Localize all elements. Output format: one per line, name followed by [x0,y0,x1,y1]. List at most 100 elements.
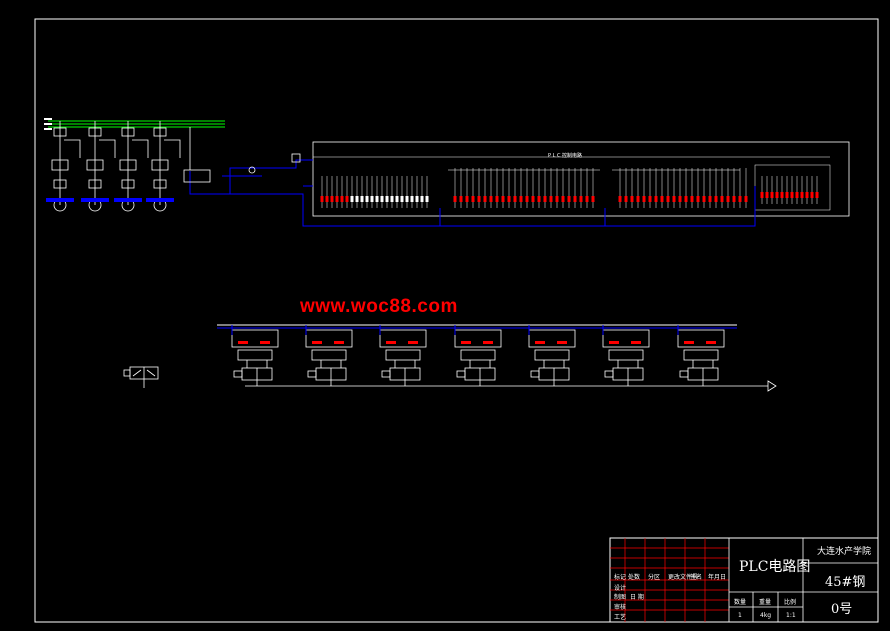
io-terminal [738,196,742,202]
io-terminal [340,196,344,202]
io-terminal [519,196,523,202]
control-wire [164,139,181,158]
io-terminal [591,196,595,202]
cylinder-port [557,341,567,344]
io-terminal [790,192,794,198]
cylinder-body [305,329,353,348]
thermal-relay-symbol [121,179,135,189]
col-weight: 重量 [759,599,772,606]
motor-circuits [46,121,191,212]
io-terminal [714,196,718,202]
io-terminal [800,192,804,198]
row0-cell-4: 年月日 [708,574,727,581]
thermal-relay-symbol [88,179,102,189]
cylinder-body [454,329,502,348]
io-terminal [765,192,769,198]
cylinder-port [631,341,641,344]
solenoid-coil [307,370,317,378]
io-terminal [815,192,819,198]
solenoid-coil [456,370,466,378]
io-terminal [370,196,374,202]
io-terminal [642,196,646,202]
row-label-1: 设计 [614,585,627,592]
io-terminal [805,192,809,198]
row-label-3: 审核 [614,604,627,611]
contactor-symbol [119,159,137,171]
io-terminal [471,196,475,202]
drawing-frame [34,18,879,623]
material-label: 45#钢 [825,575,866,590]
row-label-4: 工艺 [614,614,627,621]
cylinder-port [260,341,270,344]
motor-terminal-bar [81,198,109,202]
io-terminal [465,196,469,202]
io-terminal [618,196,622,202]
cylinder-port [706,341,716,344]
io-terminal [696,196,700,202]
io-terminal [405,196,409,202]
output-module [754,164,831,211]
plc-io-modules [320,164,831,211]
io-terminal [624,196,628,202]
cylinder-rod [237,349,273,361]
row0-cell-3: 签名 [690,574,703,581]
cylinder-port [609,341,619,344]
io-terminal [513,196,517,202]
breaker-symbol [121,127,135,137]
io-terminal [678,196,682,202]
motor-terminal-bar [146,198,174,202]
watermark: www.woc88.com [300,296,458,317]
cylinder-port [684,341,694,344]
row0-cell-2: 更改文件号 [668,574,699,581]
cylinder-port [386,341,396,344]
control-wire [132,139,149,158]
cylinder-port [461,341,471,344]
io-terminal [483,196,487,202]
io-terminal [573,196,577,202]
io-terminal [325,196,329,202]
school-name: 大连水产学院 [817,547,872,557]
io-terminal [579,196,583,202]
cylinder-body [231,329,279,348]
solenoid-coil [679,370,689,378]
sheet-size-label: 0号 [831,602,853,617]
io-terminal [507,196,511,202]
io-terminal [489,196,493,202]
cylinder-port [483,341,493,344]
io-terminal [775,192,779,198]
io-terminal [501,196,505,202]
io-terminal [785,192,789,198]
col-quantity: 数量 [734,599,747,606]
io-terminal [330,196,334,202]
breaker-symbol [153,127,167,137]
io-terminal [654,196,658,202]
io-terminal [726,196,730,202]
cylinder-rod [534,349,570,361]
io-terminal [375,196,379,202]
io-terminal [561,196,565,202]
io-terminal [495,196,499,202]
io-terminal [684,196,688,202]
val-weight: 4kg [760,612,772,619]
col-scale: 比例 [784,599,797,606]
solenoid-coil [381,370,391,378]
io-terminal [385,196,389,202]
io-terminal [585,196,589,202]
row2-extra: 日 期 [630,594,644,601]
pneumatic-cylinders [231,325,725,386]
row-label-0: 标记 [614,574,627,581]
exhaust-arrow [767,380,777,392]
solenoid-coil [233,370,243,378]
val-quantity: 1 [738,612,742,619]
solenoid-valve-symbol [123,366,159,388]
thermal-relay-symbol [153,179,167,189]
io-terminal [810,192,814,198]
cylinder-port [312,341,322,344]
io-terminal [425,196,429,202]
row0-cell-1: 分区 [648,574,661,581]
drawing-title: PLC电路图 [739,559,811,575]
power-bus-labels [44,118,52,130]
io-terminal [345,196,349,202]
